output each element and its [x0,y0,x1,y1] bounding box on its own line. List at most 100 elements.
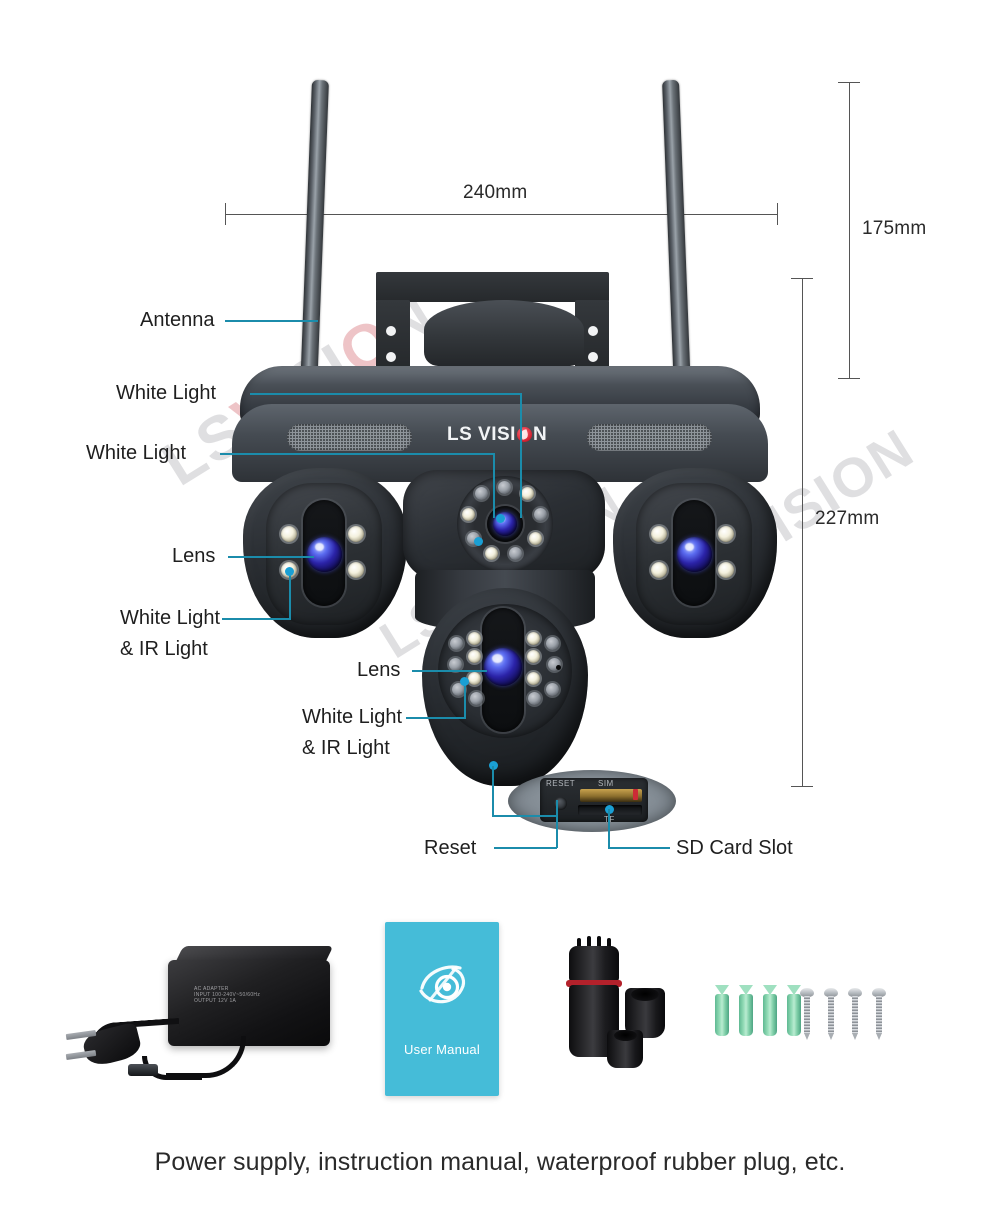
adapter-body [168,960,330,1046]
total-height-tick-bottom [791,786,813,787]
rubber-cap-large-bore [631,988,659,1001]
bottom-led-r1 [527,632,540,645]
white-led-right-tr [718,526,734,542]
screw-1-head [800,988,814,997]
screw-2-tip [828,1033,834,1040]
width-dimension-label: 240mm [463,182,528,203]
screw-1-shaft [804,996,810,1034]
callout-white-ir-bottom-leader [406,717,466,719]
screw-1-tip [804,1033,810,1040]
callout-lens-bottom-leader [412,670,487,672]
brand-logo: LS VISI N [447,424,547,446]
callout-white-ir-bottom-label: White Light & IR Light [302,702,402,764]
speaker-mesh-left [287,424,412,451]
callout-white-light-band-leader-v [493,453,495,518]
callout-white-ir-bottom-line1: White Light [302,706,403,728]
rubber-plug-red-ring [566,980,622,987]
callout-sd-leader-v [608,809,610,848]
white-led-left-tl [281,526,297,542]
bottom-led-l2 [468,632,481,645]
callout-white-ir-bottom-leader-v [464,683,466,718]
callout-white-ir-left-label: White Light & IR Light [120,603,220,665]
antenna-right [662,79,691,393]
manual-cover [385,922,499,1096]
reset-engraving-label: RESET [546,779,576,788]
screw-2-shaft [828,996,834,1034]
brand-logo-prefix: LS VISI [447,424,516,445]
upper-height-tick-bottom [838,378,860,379]
bottom-led-l5 [468,672,481,685]
callout-white-light-top-leader [250,393,522,395]
upper-height-dimension-label: 175mm [862,218,927,239]
callout-lens-left-leader [228,556,314,558]
bracket-hole-4 [588,352,598,362]
white-led-right-tl [651,526,667,542]
bottom-led-l4 [449,658,462,671]
screw-2-head [824,988,838,997]
callout-white-ir-left-dot [285,567,294,576]
bottom-led-l6 [452,683,465,696]
callout-white-ir-left-line1: White Light [120,607,221,629]
speaker-mesh-right [587,424,712,451]
bottom-led-r5 [527,672,540,685]
bottom-module-mic-hole [556,665,561,670]
callout-sd-leader-h [608,847,670,849]
bottom-led-l7 [470,692,483,705]
callout-lens-bottom-label: Lens [357,659,401,681]
camera-product-image: LS VISI N [0,0,1000,900]
screw-3-head [848,988,862,997]
wall-anchor-3-body [763,994,777,1036]
bottom-led-l1 [450,637,463,650]
total-height-tick-top [791,278,813,279]
lens-right [677,537,712,572]
callout-white-ir-left-line2: & IR Light [120,638,208,660]
callout-white-light-top-leader-v [520,393,522,518]
callout-white-light-band-dot [474,537,483,546]
callout-reset-label: Reset [424,837,477,859]
screw-3-shaft [852,996,858,1034]
callout-reset-origin-dot [489,761,498,770]
center-led-2 [521,487,534,500]
accessory-screws [800,988,910,1048]
callout-lens-left-label: Lens [172,545,216,567]
center-led-8 [462,508,475,521]
total-height-dimension-label: 227mm [815,508,880,529]
callout-white-light-band-leader [220,453,495,455]
wall-anchor-2-body [739,994,753,1036]
screw-4-tip [876,1033,882,1040]
rubber-cap-small-bore [614,1030,637,1041]
bottom-led-l3 [468,650,481,663]
wall-anchor-4-body [787,994,801,1036]
screw-3-tip [852,1033,858,1040]
callout-white-ir-left-leader [222,618,291,620]
bottom-led-r7 [528,692,541,705]
brand-logo-suffix: N [532,424,548,445]
sim-slot-indicator [633,789,638,800]
bracket-hole-3 [588,326,598,336]
bottom-led-r6 [546,683,559,696]
sim-engraving-label: SIM [598,779,614,788]
callout-reset-leader-v2 [556,800,558,848]
screw-4-shaft [876,996,882,1034]
white-led-right-bl [651,562,667,578]
wall-anchor-1-body [715,994,729,1036]
manual-eye-logo-icon [419,965,466,1004]
callout-antenna-label: Antenna [140,309,215,331]
callout-white-light-band-label: White Light [86,442,187,464]
rubber-plug-collar [569,946,619,982]
accessory-user-manual: User Manual [385,922,499,1096]
bracket-hole-1 [386,326,396,336]
callout-antenna-leader [225,320,318,322]
callout-reset-leader-h2 [494,847,557,849]
center-led-1 [498,481,511,494]
callout-reset-leader-h1 [492,815,557,817]
bottom-led-r3 [527,650,540,663]
center-led-6 [485,547,498,560]
bracket-hole-2 [386,352,396,362]
callout-white-light-top-dot [496,514,505,523]
center-led-4 [529,532,542,545]
antenna-left [300,79,329,393]
lens-bottom [484,648,522,686]
